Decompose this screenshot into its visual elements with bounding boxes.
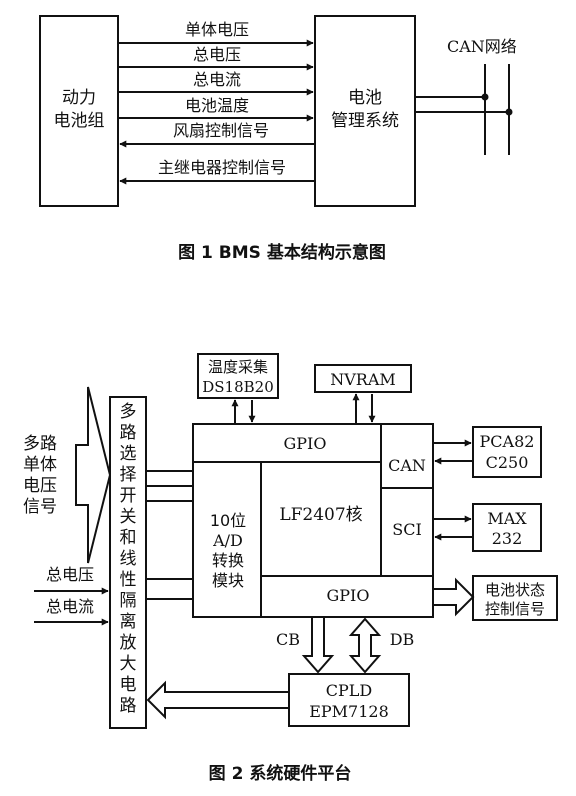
db-bus-arrow	[348, 617, 382, 674]
adc-label-4: 模块	[212, 571, 244, 590]
can-junction-dot	[505, 108, 513, 116]
adc-label-1: 10位	[210, 511, 246, 530]
mux-amp-char: 开	[120, 486, 137, 506]
figure-1-caption: 图 1 BMS 基本结构示意图	[178, 242, 386, 263]
cpld-to-mux-arrow	[146, 680, 290, 720]
bms-label-2: 管理系统	[331, 111, 399, 131]
figure-2: 温度采集 DS18B20 NVRAM GPIO CAN SCI LF2407核 …	[23, 353, 558, 784]
cb-bus-arrow	[301, 616, 335, 674]
total-voltage-label: 总电压	[193, 45, 241, 64]
pca82c250-label-1: PCA82	[480, 432, 535, 451]
cpld-label-2: EPM7128	[309, 702, 389, 721]
mux-amp-box	[109, 396, 147, 729]
status-output-arrow	[432, 577, 475, 617]
multi-cell-label-1: 多路	[23, 434, 57, 454]
mux-amp-char: 大	[120, 654, 137, 674]
total-current-input-label: 总电流	[46, 597, 94, 616]
mux-amp-char: 性	[120, 570, 137, 590]
cb-label: CB	[276, 630, 300, 649]
gpio-bottom-label: GPIO	[327, 586, 370, 605]
battery-pack-label-2: 电池组	[54, 111, 105, 131]
battery-status-box	[472, 575, 558, 621]
mux-amp-char: 放	[120, 633, 137, 653]
bms-label-1: 电池	[348, 88, 382, 108]
multi-cell-label-2: 单体	[23, 455, 57, 475]
fan-control-label: 风扇控制信号	[173, 121, 269, 140]
battery-temp-label: 电池温度	[185, 96, 249, 115]
adc-label-2: A/D	[212, 531, 243, 550]
cell-voltage-label: 单体电压	[185, 20, 249, 39]
battery-pack-label-1: 动力	[62, 88, 96, 108]
temp-sensor-label-1: 温度采集	[208, 358, 268, 376]
mux-amp-char: 选	[120, 444, 137, 464]
adc-label-3: 转换	[212, 551, 244, 570]
gpio-top-label: GPIO	[284, 434, 327, 453]
multi-cell-input-arrow	[75, 386, 112, 564]
mux-amp-char: 择	[120, 465, 137, 485]
cpld-label-1: CPLD	[326, 681, 372, 700]
battery-status-label-2: 控制信号	[485, 600, 545, 618]
nvram-box	[314, 364, 412, 393]
battery-pack-box	[39, 15, 119, 207]
max232-label-1: MAX	[487, 509, 527, 528]
temp-sensor-label-2: DS18B20	[202, 378, 274, 396]
mux-amp-char: 路	[120, 696, 137, 716]
mux-amp-char: 隔	[120, 591, 137, 611]
figure-1: 动力 电池组 电池 管理系统 单体电压 总电压 总电流 电池温度 风扇控制信号 …	[39, 15, 517, 263]
can-network-label: CAN网络	[447, 37, 517, 56]
can-junction-dot	[481, 93, 489, 101]
mux-amp-char: 关	[120, 507, 137, 527]
mux-amp-char: 离	[120, 612, 137, 632]
max232-box	[472, 503, 542, 552]
can-label: CAN	[388, 456, 426, 475]
figure-2-caption: 图 2 系统硬件平台	[209, 763, 352, 784]
mux-amp-char: 多	[120, 402, 137, 422]
mux-amp-char: 和	[120, 528, 137, 548]
total-voltage-input-label: 总电压	[46, 565, 94, 584]
pca82c250-label-2: C250	[486, 453, 529, 472]
sci-label: SCI	[392, 520, 422, 539]
multi-cell-label-4: 信号	[23, 497, 57, 517]
relay-control-label: 主继电器控制信号	[158, 158, 286, 177]
battery-status-label-1: 电池状态	[485, 581, 545, 599]
nvram-label: NVRAM	[330, 370, 396, 389]
temp-sensor-box	[197, 353, 279, 399]
core-label: LF2407核	[279, 505, 362, 525]
db-label: DB	[390, 630, 415, 649]
max232-label-2: 232	[492, 529, 523, 548]
pca82c250-box	[472, 426, 542, 478]
total-current-label: 总电流	[193, 70, 241, 89]
mux-amp-char: 电	[120, 675, 137, 695]
mux-amp-char: 路	[120, 423, 137, 443]
multi-cell-label-3: 电压	[23, 476, 57, 496]
mux-amp-char: 线	[120, 549, 137, 569]
